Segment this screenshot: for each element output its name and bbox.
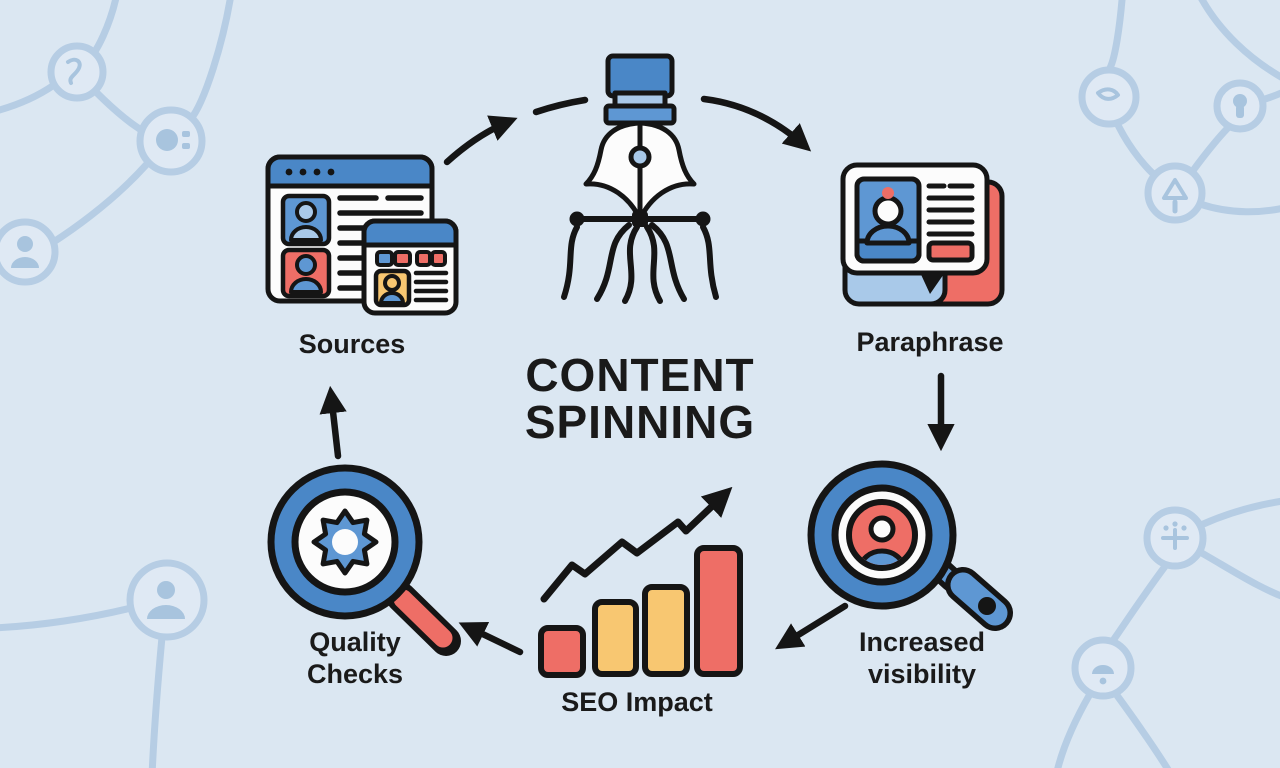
increased-visibility-label-line-2: visibility (867, 659, 977, 689)
squiggle-icon (1096, 87, 1120, 101)
person-at-laptop-icon (147, 581, 185, 619)
squiggle-icon (66, 57, 82, 85)
network-cluster-bottom-left (0, 559, 208, 768)
browser-windows-with-profile-cards-icon (265, 154, 459, 316)
droplet-icon (1092, 665, 1114, 685)
increased-visibility-label-line-1: Increased (858, 627, 986, 657)
paraphrase-label: Paraphrase (856, 327, 1004, 357)
title-line-2: SPINNING (524, 396, 756, 448)
gear-icon (156, 129, 190, 151)
pen-nib-spinning-threads-icon (561, 53, 719, 304)
rising-bar-chart-trend-arrow-icon (538, 486, 743, 678)
arrow-sources-to-spinner (443, 115, 518, 166)
plant-icon (1161, 521, 1189, 550)
sources-label: Sources (298, 329, 406, 359)
quality-checks-label-line-1: Quality (309, 627, 401, 657)
diagram-title: CONTENT SPINNING (525, 352, 755, 446)
arrow-sources-to-spinner-dash (532, 96, 589, 116)
increased-visibility-label: Increased visibility (859, 626, 985, 690)
arrow-seo-to-quality (458, 621, 524, 656)
magnifier-over-person-icon (807, 460, 1013, 631)
keyhole-icon (1233, 94, 1247, 118)
network-cluster-top-left (0, 0, 234, 286)
network-cluster-top-right (1078, 0, 1280, 224)
arrow-visibility-to-seo (775, 602, 849, 650)
flow-arrows (319, 95, 955, 656)
seo-impact-label: SEO Impact (561, 687, 713, 717)
overlapping-article-cards-icon (840, 162, 1005, 307)
quality-checks-label: Quality Checks (307, 626, 403, 690)
quality-checks-label-line-2: Checks (306, 659, 404, 689)
arrow-spinner-to-paraphrase (700, 95, 812, 152)
title-line-1: CONTENT (525, 349, 755, 401)
network-cluster-bottom-right (1054, 497, 1280, 768)
arrow-quality-to-sources (319, 385, 347, 460)
arrow-up-icon (1162, 178, 1188, 214)
person-icon (11, 236, 39, 268)
magnifier-over-star-badge-icon (267, 464, 461, 656)
